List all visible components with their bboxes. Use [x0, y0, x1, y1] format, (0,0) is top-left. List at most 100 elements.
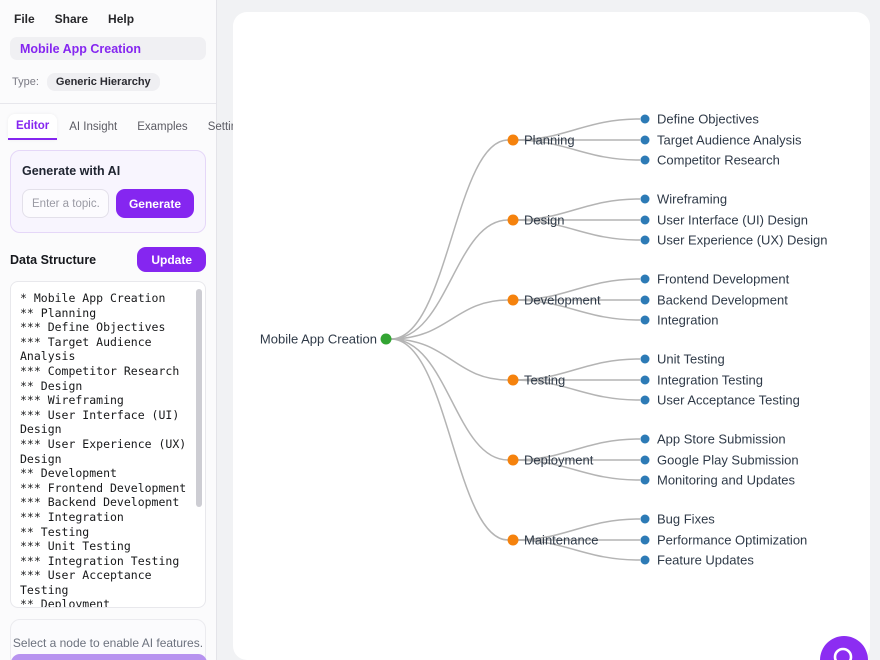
mindmap-dots — [380, 114, 650, 565]
node-label-child[interactable]: Unit Testing — [657, 352, 725, 367]
update-button[interactable]: Update — [137, 247, 206, 272]
node-dot-branch[interactable] — [507, 454, 519, 466]
edge-line — [512, 358, 641, 381]
node-dot-branch[interactable] — [507, 134, 519, 146]
node-dot-root[interactable] — [380, 333, 392, 345]
node-dot-child[interactable] — [640, 135, 650, 145]
node-label-branch[interactable]: Maintenance — [524, 533, 598, 548]
node-label-child[interactable]: Google Play Submission — [657, 453, 799, 468]
edge-line — [390, 219, 509, 340]
scrollbar-thumb[interactable] — [196, 289, 202, 507]
generate-ai-heading: Generate with AI — [22, 164, 121, 178]
node-label-child[interactable]: User Experience (UX) Design — [657, 233, 828, 248]
type-row: Type: Generic Hierarchy — [12, 73, 206, 91]
edge-line — [512, 139, 641, 161]
node-label-root[interactable]: Mobile App Creation — [260, 332, 377, 347]
node-label-branch[interactable]: Development — [524, 293, 601, 308]
node-dot-branch[interactable] — [507, 534, 519, 546]
data-structure-heading: Data Structure — [10, 252, 97, 267]
node-dot-child[interactable] — [640, 194, 650, 204]
node-dot-child[interactable] — [640, 114, 650, 124]
data-structure-editor[interactable]: * Mobile App Creation ** Planning *** De… — [10, 281, 206, 608]
node-dot-child[interactable] — [640, 375, 650, 385]
node-label-child[interactable]: Frontend Development — [657, 272, 790, 287]
node-dot-child[interactable] — [640, 434, 650, 444]
node-dot-child[interactable] — [640, 215, 650, 225]
node-label-child[interactable]: User Interface (UI) Design — [657, 213, 808, 228]
node-label-child[interactable]: Bug Fixes — [657, 512, 715, 527]
type-value[interactable]: Generic Hierarchy — [46, 73, 160, 91]
type-label: Type: — [12, 76, 39, 88]
node-label-child[interactable]: Feature Updates — [657, 553, 754, 568]
node-label-branch[interactable]: Deployment — [524, 453, 594, 468]
edge-line — [390, 338, 509, 381]
mindmap-edges — [390, 118, 641, 561]
node-label-child[interactable]: Monitoring and Updates — [657, 473, 796, 488]
edge-line — [512, 198, 641, 221]
node-label-child[interactable]: Integration — [657, 313, 718, 328]
node-dot-child[interactable] — [640, 295, 650, 305]
node-label-branch[interactable]: Testing — [524, 373, 565, 388]
node-dot-child[interactable] — [640, 395, 650, 405]
node-label-child[interactable]: Competitor Research — [657, 153, 780, 168]
edge-line — [512, 118, 641, 141]
tab-bar: Editor AI Insight Examples Settings — [0, 104, 249, 140]
node-label-child[interactable]: Target Audience Analysis — [657, 133, 802, 148]
node-label-child[interactable]: Integration Testing — [657, 373, 763, 388]
menu-help[interactable]: Help — [108, 12, 135, 26]
node-dot-branch[interactable] — [507, 294, 519, 306]
tab-editor[interactable]: Editor — [8, 114, 58, 140]
edge-line — [390, 299, 509, 340]
edge-line — [512, 438, 641, 461]
node-label-child[interactable]: User Acceptance Testing — [657, 393, 800, 408]
node-dot-child[interactable] — [640, 155, 650, 165]
node-dot-child[interactable] — [640, 235, 650, 245]
node-dot-child[interactable] — [640, 274, 650, 284]
node-dot-child[interactable] — [640, 535, 650, 545]
menu-share[interactable]: Share — [54, 12, 89, 26]
node-label-child[interactable]: Wireframing — [657, 192, 727, 207]
magnifier-icon — [833, 647, 853, 660]
node-dot-child[interactable] — [640, 315, 650, 325]
edge-line — [512, 278, 641, 301]
node-hint: Select a node to enable AI features. — [10, 619, 206, 660]
sidebar: File Share Help Mobile App Creation Type… — [0, 0, 249, 660]
node-dot-child[interactable] — [640, 354, 650, 364]
node-dot-branch[interactable] — [507, 374, 519, 386]
node-dot-branch[interactable] — [507, 214, 519, 226]
node-label-child[interactable]: Define Objectives — [657, 112, 759, 127]
node-dot-child[interactable] — [640, 475, 650, 485]
edge-line — [512, 299, 641, 321]
bottom-action-button[interactable] — [11, 654, 207, 660]
node-label-branch[interactable]: Design — [524, 213, 564, 228]
generate-button[interactable]: Generate — [115, 189, 194, 218]
node-label-child[interactable]: Performance Optimization — [657, 533, 807, 548]
data-structure-text[interactable]: * Mobile App Creation ** Planning *** De… — [20, 291, 187, 608]
node-dot-child[interactable] — [640, 555, 650, 565]
edge-line — [512, 379, 641, 401]
edge-line — [390, 338, 509, 461]
node-label-child[interactable]: App Store Submission — [657, 432, 786, 447]
tab-ai-insight[interactable]: AI Insight — [69, 121, 118, 133]
node-label-child[interactable]: Backend Development — [657, 293, 788, 308]
menubar: File Share Help — [0, 0, 216, 26]
topic-input[interactable] — [22, 189, 109, 218]
edge-line — [512, 539, 641, 561]
zoom-fab[interactable] — [820, 636, 868, 660]
node-dot-child[interactable] — [640, 514, 650, 524]
edge-line — [390, 139, 509, 340]
edge-line — [512, 518, 641, 541]
menu-file[interactable]: File — [14, 12, 35, 26]
node-dot-child[interactable] — [640, 455, 650, 465]
edge-line — [512, 219, 641, 241]
map-title[interactable]: Mobile App Creation — [10, 37, 206, 60]
divider — [0, 103, 216, 104]
edge-line — [390, 338, 509, 541]
generate-ai-panel: Generate with AI Generate — [10, 150, 206, 233]
edge-line — [512, 459, 641, 481]
node-label-branch[interactable]: Planning — [524, 133, 575, 148]
tab-examples[interactable]: Examples — [137, 121, 188, 133]
